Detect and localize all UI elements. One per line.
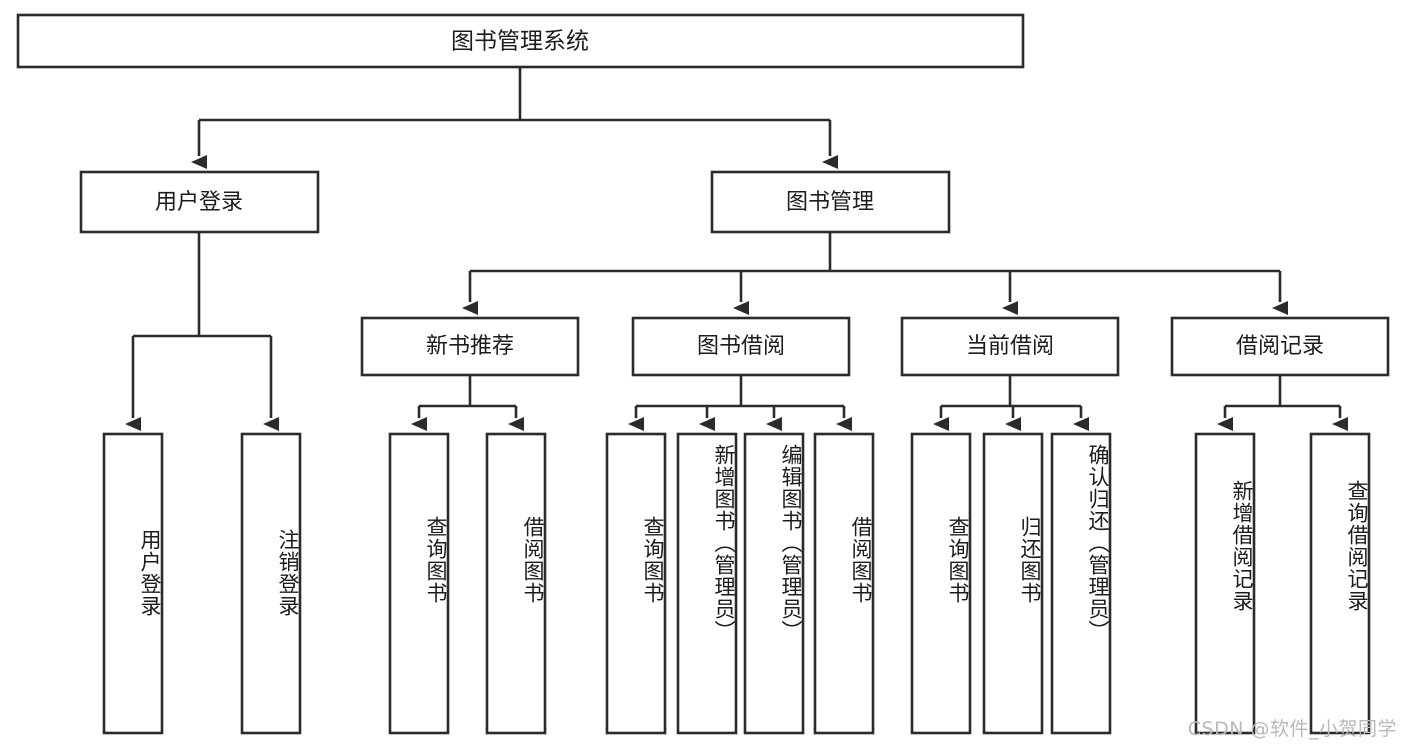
leaf-box-logout[interactable] xyxy=(240,432,302,735)
node-borrow-record-label: 借阅记录 xyxy=(1236,334,1324,359)
leaf-box-user-login[interactable] xyxy=(102,432,164,735)
leaf-box-borrow-book-1[interactable] xyxy=(485,432,547,735)
node-user-login-box[interactable] xyxy=(79,170,320,234)
node-new-book-recommend[interactable]: 新书推荐 xyxy=(360,316,580,377)
node-new-book-recommend-label: 新书推荐 xyxy=(426,334,514,359)
connector-group-record xyxy=(1217,375,1348,431)
leaf-box-confirm-return[interactable] xyxy=(1050,432,1112,735)
leaf-boxes xyxy=(102,432,1371,735)
leaf-box-borrow-book-2[interactable] xyxy=(813,432,875,735)
node-book-borrow-box[interactable] xyxy=(631,316,851,377)
leaf-box-query-book-3[interactable] xyxy=(910,432,972,735)
connector-group-newbook xyxy=(411,375,524,431)
node-root[interactable]: 图书管理系统 xyxy=(16,13,1025,69)
leaf-box-query-book-2[interactable] xyxy=(605,432,667,735)
leaf-box-edit-book-admin[interactable] xyxy=(743,432,805,735)
node-borrow-record[interactable]: 借阅记录 xyxy=(1170,316,1390,377)
leaf-box-add-book-admin[interactable] xyxy=(676,432,738,735)
node-current-borrow-label: 当前借阅 xyxy=(966,334,1054,359)
node-root-label: 图书管理系统 xyxy=(451,29,589,55)
node-borrow-record-box[interactable] xyxy=(1170,316,1390,377)
connector-group-user-login xyxy=(125,232,279,431)
connector-group-borrow xyxy=(628,375,852,431)
leaf-box-query-book-1[interactable] xyxy=(388,432,450,735)
node-book-management-box[interactable] xyxy=(710,170,951,234)
csdn-watermark: CSDN @软件_小贺同学 xyxy=(1187,718,1397,740)
leaf-box-add-record[interactable] xyxy=(1194,432,1256,735)
node-current-borrow-box[interactable] xyxy=(900,316,1120,377)
node-book-borrow[interactable]: 图书借阅 xyxy=(631,316,851,377)
node-current-borrow[interactable]: 当前借阅 xyxy=(900,316,1120,377)
node-book-management-label: 图书管理 xyxy=(786,190,874,215)
node-root-box[interactable] xyxy=(16,13,1025,69)
connector-group-book-mgmt xyxy=(462,232,1288,315)
node-new-book-recommend-box[interactable] xyxy=(360,316,580,377)
connector-group-root xyxy=(191,67,838,169)
leaf-box-query-record[interactable] xyxy=(1309,432,1371,735)
connector-group-current xyxy=(933,375,1089,431)
node-book-borrow-label: 图书借阅 xyxy=(697,334,785,359)
leaf-box-return-book[interactable] xyxy=(982,432,1044,735)
node-user-login[interactable]: 用户登录 xyxy=(79,170,320,234)
node-book-management[interactable]: 图书管理 xyxy=(710,170,951,234)
node-user-login-label: 用户登录 xyxy=(155,190,243,215)
